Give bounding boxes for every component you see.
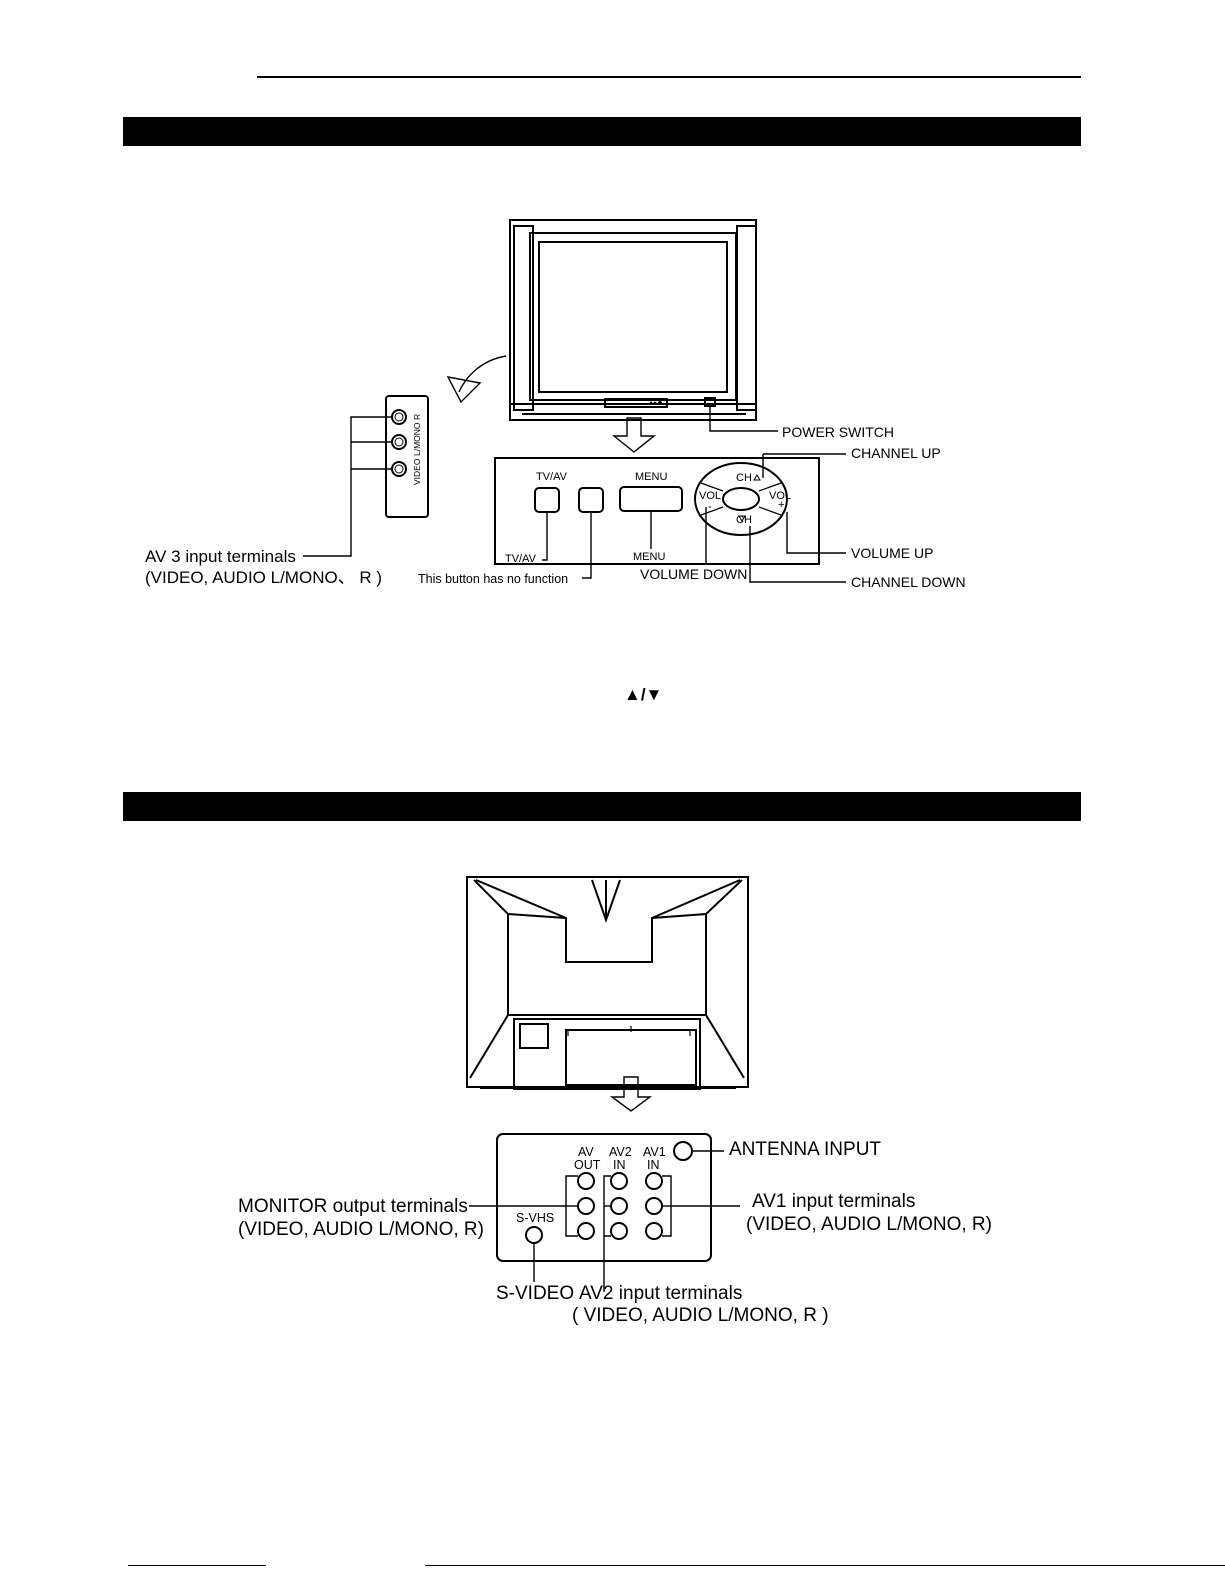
rear-label-av2-in-2: IN — [613, 1158, 626, 1172]
rear-label-av1-in-2: IN — [647, 1158, 660, 1172]
callout-av2-title: AV2 input terminals — [579, 1283, 743, 1304]
rear-label-av1-in-1: AV1 — [643, 1145, 666, 1159]
footer-rule-left — [128, 1565, 266, 1566]
side-label-r: R — [412, 414, 422, 420]
rear-label-svhs: S-VHS — [516, 1211, 555, 1225]
callout-channel-down: CHANNEL DOWN — [851, 574, 966, 590]
callout-av1-sub: (VIDEO, AUDIO L/MONO, R) — [746, 1214, 992, 1235]
rear-label-av-out-1: AV — [578, 1145, 594, 1159]
panel-label-tv-av: TV/AV — [536, 471, 567, 483]
panel-label-ch-down: CH — [736, 514, 752, 526]
callout-av3-title: AV 3 input terminals — [145, 547, 296, 566]
callout-av1-title: AV1 input terminals — [752, 1191, 916, 1212]
callout-monitor-title: MONITOR output terminals — [238, 1196, 468, 1217]
header-rule — [257, 76, 1081, 78]
section-bar-front-panel — [123, 117, 1081, 146]
section-bar-rear-panel — [123, 792, 1081, 821]
callout-s-video: S-VIDEO — [496, 1283, 575, 1304]
panel-label-vol-plus: VOL — [769, 490, 792, 502]
callout-menu: MENU — [633, 551, 666, 563]
rear-label-av-out-2: OUT — [574, 1158, 601, 1172]
callout-channel-up: CHANNEL UP — [851, 445, 941, 461]
callout-power-switch: POWER SWITCH — [782, 424, 894, 440]
side-label-lmono: L/MONO — [412, 422, 422, 456]
panel-label-ch-up: CH — [736, 472, 752, 484]
callout-av3-sub: (VIDEO, AUDIO L/MONO、 R ) — [145, 568, 383, 587]
rear-label-av2-in-1: AV2 — [609, 1145, 632, 1159]
callout-antenna-input: ANTENNA INPUT — [729, 1139, 882, 1160]
callout-monitor-sub: (VIDEO, AUDIO L/MONO, R) — [238, 1219, 484, 1240]
channel-up-down-symbol: ▲/▼ — [624, 685, 663, 704]
callout-av2-sub: ( VIDEO, AUDIO L/MONO, R ) — [572, 1305, 829, 1326]
footer-rule-right — [425, 1565, 1225, 1566]
panel-label-minus-sign: - — [708, 501, 712, 513]
side-label-video: VIDEO — [412, 458, 422, 485]
callout-no-function: This button has no function — [418, 572, 569, 586]
callout-volume-up: VOLUME UP — [851, 545, 934, 561]
callout-volume-down: VOLUME DOWN — [640, 566, 748, 582]
callout-tv-av: TV/AV — [505, 553, 536, 565]
panel-label-vol-minus: VOL — [699, 490, 722, 502]
panel-label-menu: MENU — [635, 471, 668, 483]
panel-label-plus-sign: + — [778, 499, 785, 511]
